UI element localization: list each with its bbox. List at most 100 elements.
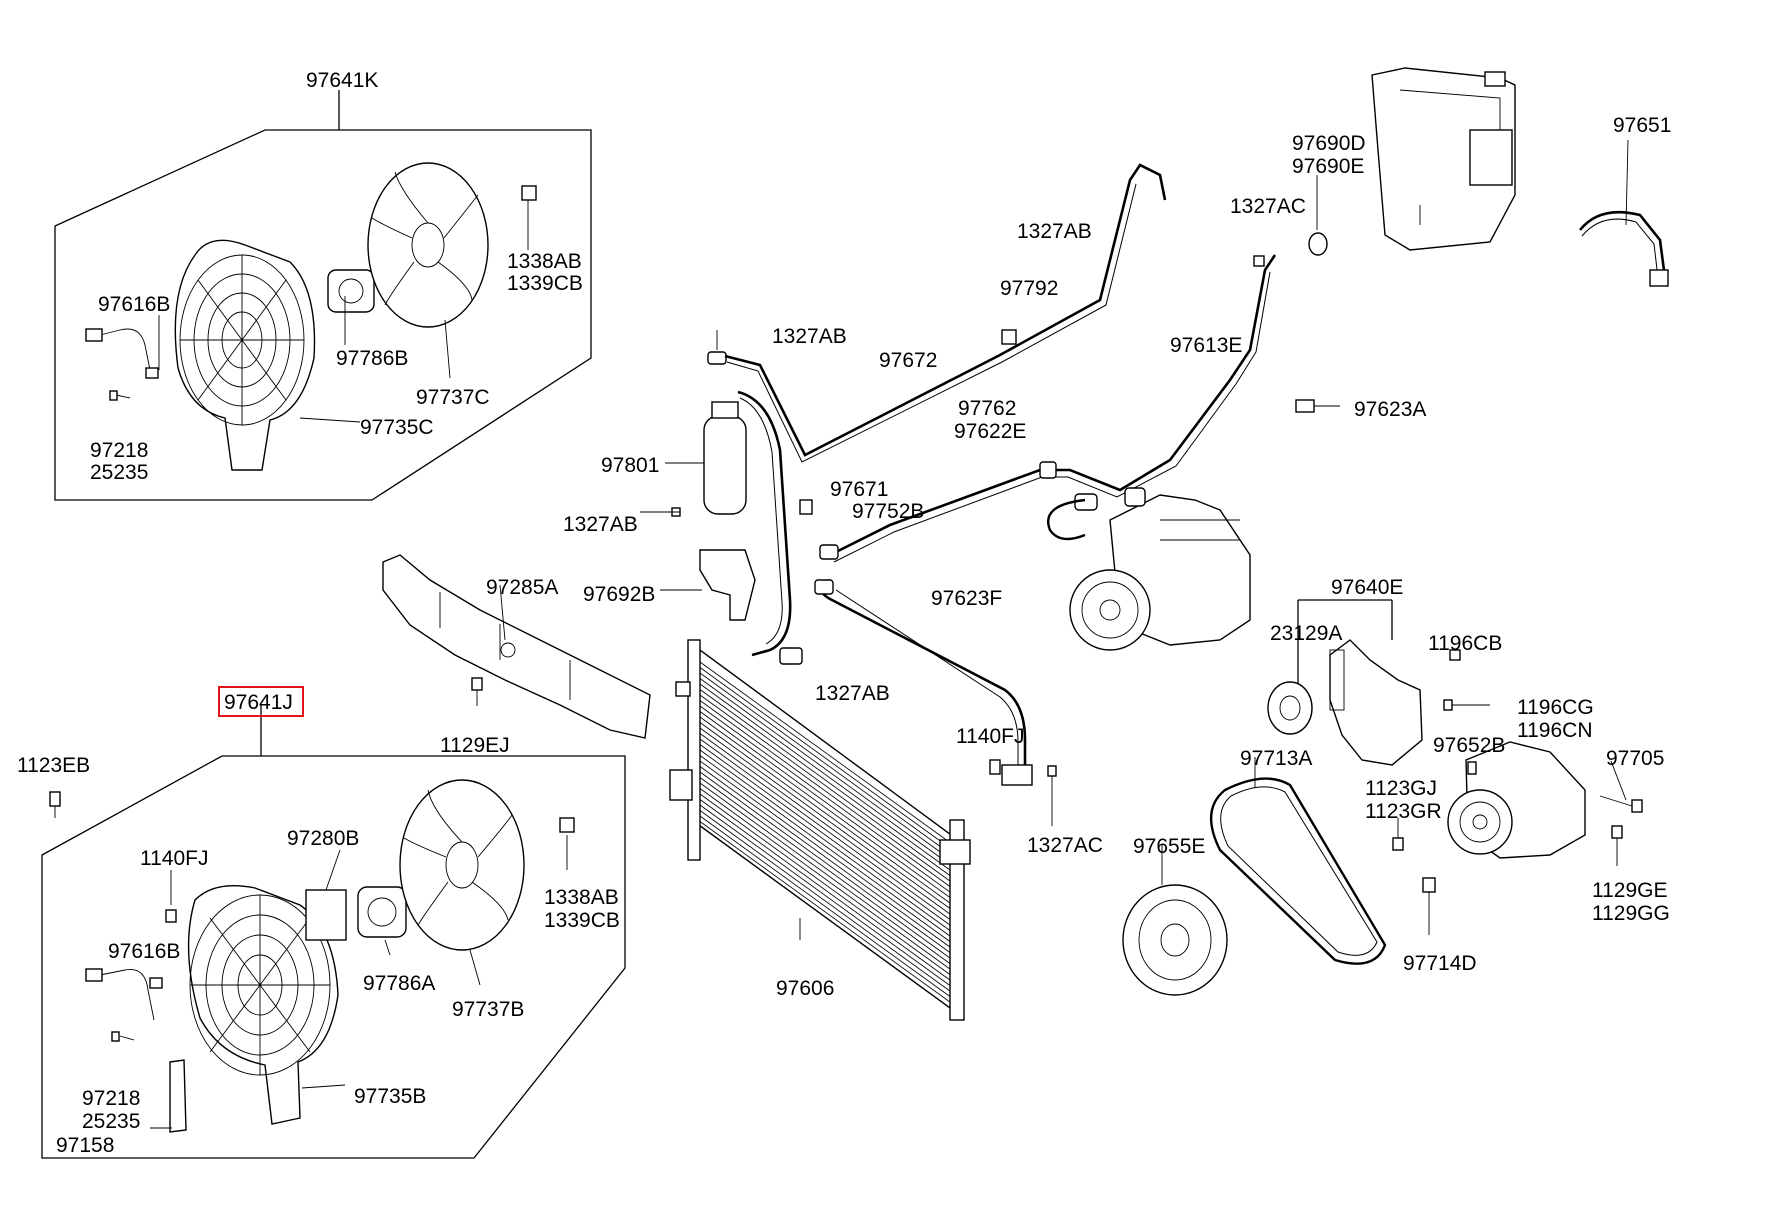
drain-hose-97651 (1578, 139, 1669, 287)
label-97672: 97672 (879, 349, 937, 372)
label-97714D: 97714D (1403, 952, 1477, 975)
condenser-fin-line (699, 815, 953, 999)
label-97655E: 97655E (1133, 835, 1205, 858)
label-97641K: 97641K (306, 69, 378, 92)
condenser-fin-line (699, 716, 953, 900)
lower-fan-resistor (305, 889, 347, 941)
condenser-fin-line (699, 777, 953, 960)
label-97623F: 97623F (931, 587, 1002, 610)
condenser-fin-line (699, 804, 953, 988)
condenser-fin-line (699, 755, 953, 938)
label-1123GJ: 1123GJ (1365, 777, 1437, 800)
label-97613E: 97613E (1170, 334, 1242, 357)
clip-97752B (799, 499, 813, 515)
condenser-fin-line (699, 799, 953, 982)
condenser-fin-line (699, 727, 953, 911)
lower-nut (559, 817, 575, 833)
label-25235: 25235 (82, 1110, 140, 1133)
label-97158: 97158 (56, 1134, 114, 1157)
condenser-fin-line (699, 782, 953, 966)
condenser-fin-line (699, 738, 953, 922)
label-1123EB: 1123EB (17, 754, 90, 777)
label-97218: 97218 (90, 439, 148, 462)
condenser-fins (699, 661, 953, 1004)
label-1123GR: 1123GR (1365, 800, 1442, 823)
upper-fan-shroud (174, 239, 316, 471)
clutch-pulley-97655E (1122, 845, 1228, 996)
idler-pulley-23129A (1267, 681, 1313, 735)
label-97690E: 97690E (1292, 155, 1364, 178)
air-guard (382, 554, 651, 739)
label-1338AB: 1338AB (507, 250, 582, 273)
upper-fan-assembly (54, 90, 592, 501)
label-1140FJ: 1140FJ (956, 725, 1025, 748)
label-1339CB: 1339CB (544, 909, 620, 932)
label-97792: 97792 (1000, 277, 1058, 300)
condenser-fin-line (699, 788, 953, 971)
nut-1327AC-top (1253, 255, 1265, 267)
label-97640E: 97640E (1331, 576, 1403, 599)
label-97786A: 97786A (363, 972, 435, 995)
label-97285A: 97285A (486, 576, 558, 599)
label-97735B: 97735B (354, 1085, 426, 1108)
label-97652B: 97652B (1433, 734, 1505, 757)
condenser-fin-line (699, 694, 953, 878)
lower-fan-shroud (187, 885, 339, 1125)
label-1196CG: 1196CG (1517, 696, 1594, 719)
label-1327AB: 1327AB (815, 682, 890, 705)
label-1327AC: 1327AC (1027, 834, 1103, 857)
label-1196CN: 1196CN (1517, 719, 1593, 742)
upper-fan-blade (367, 162, 489, 328)
label-97752B: 97752B (852, 500, 924, 523)
condenser-fin-line (699, 744, 953, 927)
label-1339CB: 1339CB (507, 272, 583, 295)
condenser-fin-line (699, 711, 953, 894)
bracket-97623A (1295, 399, 1315, 413)
label-97737C: 97737C (416, 386, 490, 409)
condenser-fin-line (699, 672, 953, 856)
label-1327AC: 1327AC (1230, 195, 1306, 218)
condenser-fin-line (699, 661, 953, 845)
condenser-fin-line (699, 760, 953, 944)
reservoir-tank (1371, 67, 1516, 251)
compressor-upper (1047, 487, 1251, 651)
upper-fan-motor (327, 269, 375, 313)
condenser-fin-line (699, 705, 953, 889)
label-97218: 97218 (82, 1087, 140, 1110)
label-97280B: 97280B (287, 827, 359, 850)
label-1338AB: 1338AB (544, 886, 619, 909)
label-1140FJ: 1140FJ (140, 847, 209, 870)
bolt-1123EB (49, 791, 61, 807)
label-97692B: 97692B (583, 583, 655, 606)
condenser-fin-line (699, 766, 953, 949)
label-97762: 97762 (958, 397, 1016, 420)
label-1327AB: 1327AB (1017, 220, 1092, 243)
label-23129A: 23129A (1270, 622, 1342, 645)
label-97616B: 97616B (98, 293, 170, 316)
o-ring-97690 (1308, 175, 1328, 256)
condenser-fin-line (699, 749, 953, 933)
condenser-fin-line (699, 667, 953, 850)
receiver-drier (640, 330, 756, 621)
condenser-fin-line (699, 771, 953, 955)
label-1327AB: 1327AB (563, 513, 638, 536)
label-97690D: 97690D (1292, 132, 1366, 155)
part-labels: 97641K 1338AB 1339CB 97616B 97786B 97737… (17, 69, 1671, 1157)
label-97737B: 97737B (452, 998, 524, 1021)
label-97641J[interactable]: 97641J (224, 691, 293, 714)
label-97786B: 97786B (336, 347, 408, 370)
lower-fan-assembly (41, 705, 626, 1159)
lower-fan-motor (357, 886, 407, 938)
refrigerant-lines (724, 163, 1340, 786)
condenser-fin-line (699, 821, 953, 1004)
label-97623A: 97623A (1354, 398, 1426, 421)
label-97671: 97671 (830, 478, 888, 501)
label-97705: 97705 (1606, 747, 1664, 770)
condenser-fin-line (699, 722, 953, 905)
bolts-right (1392, 649, 1643, 935)
label-1129EJ: 1129EJ (440, 734, 510, 757)
condenser-fin-line (699, 733, 953, 916)
lower-fan-blade (399, 779, 525, 951)
label-97651: 97651 (1613, 114, 1671, 137)
